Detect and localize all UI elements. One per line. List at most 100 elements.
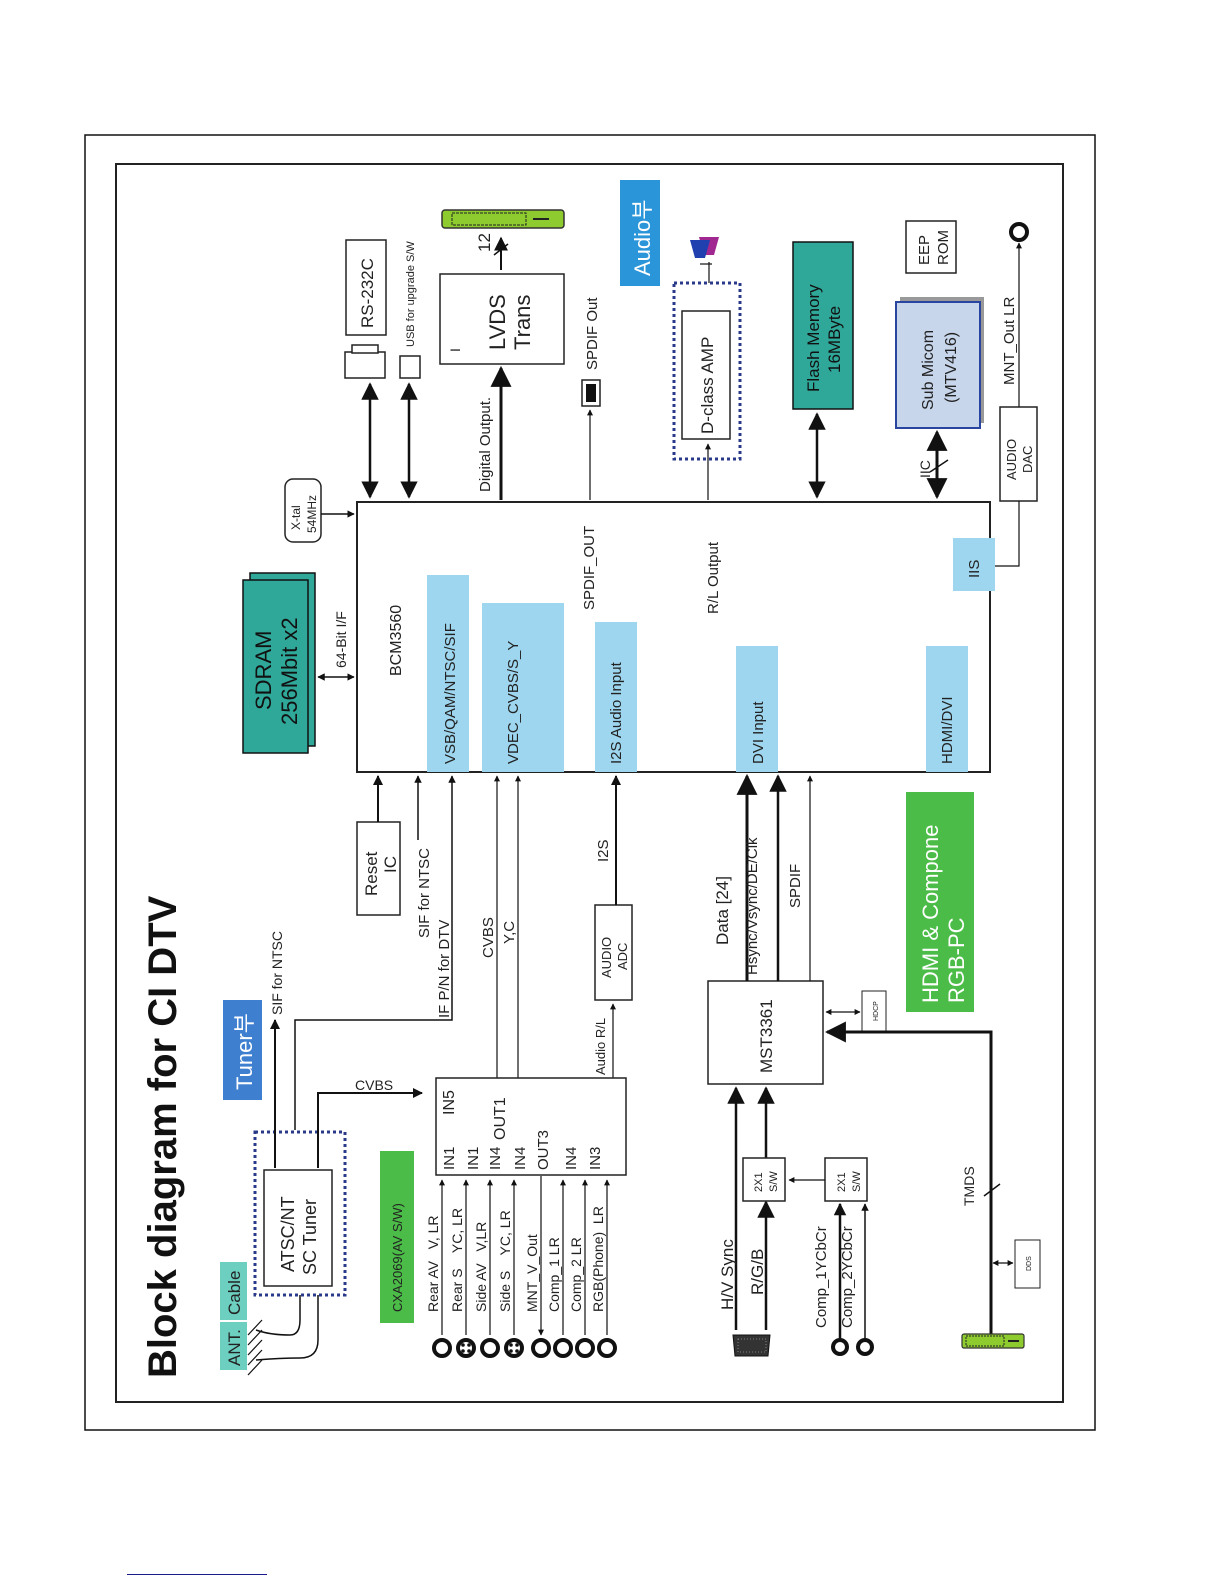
submicom-box — [895, 301, 981, 429]
if-pn-line — [294, 775, 456, 1130]
switch-2-box — [824, 1157, 868, 1202]
inner-frame — [115, 163, 1064, 1403]
antenna-icon — [247, 1319, 263, 1376]
data24-label: Data [24] — [713, 876, 732, 945]
iic-label: IIC — [917, 460, 933, 478]
av-input-label: Comp_1 LR — [546, 1237, 562, 1312]
hdcp-label: HDCP — [873, 1001, 880, 1021]
hdmi-tag-label-1: HDMI & Compone — [918, 824, 943, 1003]
comp2-jack-icon — [856, 1338, 874, 1356]
mnt-out-jack-icon — [1009, 222, 1029, 242]
cxa-tag-label: CXA2069(AV S/W) — [390, 1203, 405, 1312]
tuner-section-tag — [223, 1000, 262, 1100]
comp1-jack-icon — [831, 1338, 849, 1356]
spdif-out-pin-label: SPDIF_OUT — [581, 526, 598, 610]
amp-dotted-frame — [672, 281, 742, 461]
usb-label: USB for upgrade S/W — [405, 241, 417, 347]
cvbs-tuner-label: CVBS — [355, 1077, 393, 1093]
mst3361-label: MST3361 — [757, 999, 776, 1073]
tmds-line — [824, 1021, 993, 1336]
bit-if-label: 64-Bit I/F — [333, 611, 349, 668]
sif-ntsc-label: SIF for NTSC — [416, 848, 433, 938]
svideo-jack-icon — [504, 1338, 524, 1358]
port-iis — [953, 538, 995, 591]
ant-tag — [220, 1322, 247, 1370]
tuner-tag-label: Tuner부 — [232, 1013, 257, 1090]
audio-dac-box — [999, 406, 1038, 502]
reset-ic-box — [356, 821, 401, 916]
hsync-label: Hsync/Vsync/DE/Clk — [744, 837, 761, 975]
audio-dac-label-2: DAC — [1020, 446, 1035, 473]
xtal-box — [284, 478, 322, 543]
rca-jack-icon — [480, 1338, 500, 1358]
spdif-label: SPDIF — [787, 864, 804, 908]
flash-label-1: Flash Memory — [804, 284, 823, 392]
i2s-label: I2S — [595, 839, 612, 862]
reset-label-2: IC — [381, 856, 400, 873]
lvds-label-1: LVDS — [485, 294, 510, 350]
switch-2-label-1: 2X1 — [836, 1172, 848, 1192]
cxa2069-chip — [435, 1077, 627, 1176]
cxa-pin-left-4: OUT3 — [535, 1130, 552, 1170]
reset-label-1: Reset — [362, 851, 381, 896]
port-hdmi — [926, 646, 968, 772]
cxa-pin-left-1: IN1 — [465, 1147, 482, 1170]
hv-sync-label: H/V Sync — [718, 1239, 737, 1310]
dds-label: DDS — [1026, 1256, 1033, 1271]
rca-jack-icon — [553, 1338, 573, 1358]
hdmi-tag-label-2: RGB-PC — [944, 917, 969, 1003]
av-input-label: Comp_2 LR — [568, 1237, 584, 1312]
hdmi-component-tag — [906, 792, 974, 1012]
cable-tag-label: Cable — [225, 1271, 244, 1315]
usb-port-icon — [399, 355, 421, 379]
audio-rl-label: Audio R/L — [593, 1018, 608, 1075]
cxa-pin-left-3: IN4 — [512, 1147, 529, 1170]
hdmi-connector-icon — [961, 1333, 1025, 1349]
audio-adc-box — [594, 904, 633, 1001]
port-dvi-label: DVI Input — [750, 701, 767, 764]
mnt-out-label: MNT_Out LR — [1001, 296, 1018, 385]
sdram-box — [242, 579, 309, 754]
rca-jack-icon — [575, 1338, 595, 1358]
cxa-section-tag — [380, 1151, 414, 1323]
av-input-label: RGB(Phone) LR — [590, 1206, 606, 1312]
comp1-label: Comp_1YCbCr — [813, 1226, 830, 1328]
eeprom-label-2: ROM — [935, 230, 952, 265]
audio-dac-label-1: AUDIO — [1004, 439, 1019, 480]
lvds-connector-icon — [441, 209, 565, 229]
rgb-label: R/G/B — [748, 1249, 767, 1295]
port-vsb-label: VSB/QAM/NTSC/SIF — [442, 623, 459, 764]
port-iis-label: IIS — [966, 560, 983, 578]
submicom-label-1: Sub Micom — [920, 330, 937, 410]
outer-frame — [84, 134, 1096, 1431]
vga-port-icon — [732, 1334, 771, 1357]
rca-jack-icon — [531, 1338, 551, 1358]
tuner-label-2: SC Tuner — [300, 1199, 320, 1275]
flash-label-2: 16MByte — [825, 306, 844, 373]
bcm3560-label: BCM3560 — [388, 605, 405, 676]
tuner-label-1: ATSC/NT — [278, 1196, 298, 1272]
cxa-pin-left-5: IN4 — [563, 1147, 580, 1170]
optical-port-icon — [581, 379, 601, 407]
av-input-label: Rear S YC, LR — [449, 1208, 465, 1312]
eeprom-label-1: EEP — [916, 235, 933, 265]
audio-adc-label-1: AUDIO — [599, 937, 614, 978]
av-input-label: Side AV V,LR — [473, 1222, 489, 1312]
lvds-mark: I — [447, 348, 463, 352]
rca-jack-icon — [597, 1338, 617, 1358]
xtal-label-1: X-tal — [289, 505, 303, 530]
svideo-jack-icon — [456, 1338, 476, 1358]
av-input-label: Rear AV V, LR — [425, 1216, 441, 1313]
sdram-label-2: 256Mbit x2 — [277, 617, 302, 725]
dds-box — [1014, 1239, 1041, 1289]
lvds-label-2: Trans — [510, 295, 535, 350]
switch-1-box — [742, 1157, 786, 1202]
dclass-amp-box — [681, 310, 731, 440]
footer-link-underline[interactable] — [127, 1574, 267, 1575]
rca-jack-icon — [432, 1338, 452, 1358]
if-pn-label: IF P/N for DTV — [436, 920, 453, 1018]
av-input-label: Side S YC, LR — [497, 1210, 513, 1312]
av-inputs: Rear AV V, LR Rear S YC, LR Side AV V,LR Si… — [425, 1176, 617, 1358]
sdram-label-1: SDRAM — [251, 631, 276, 710]
yc-label: Y,C — [501, 921, 518, 944]
